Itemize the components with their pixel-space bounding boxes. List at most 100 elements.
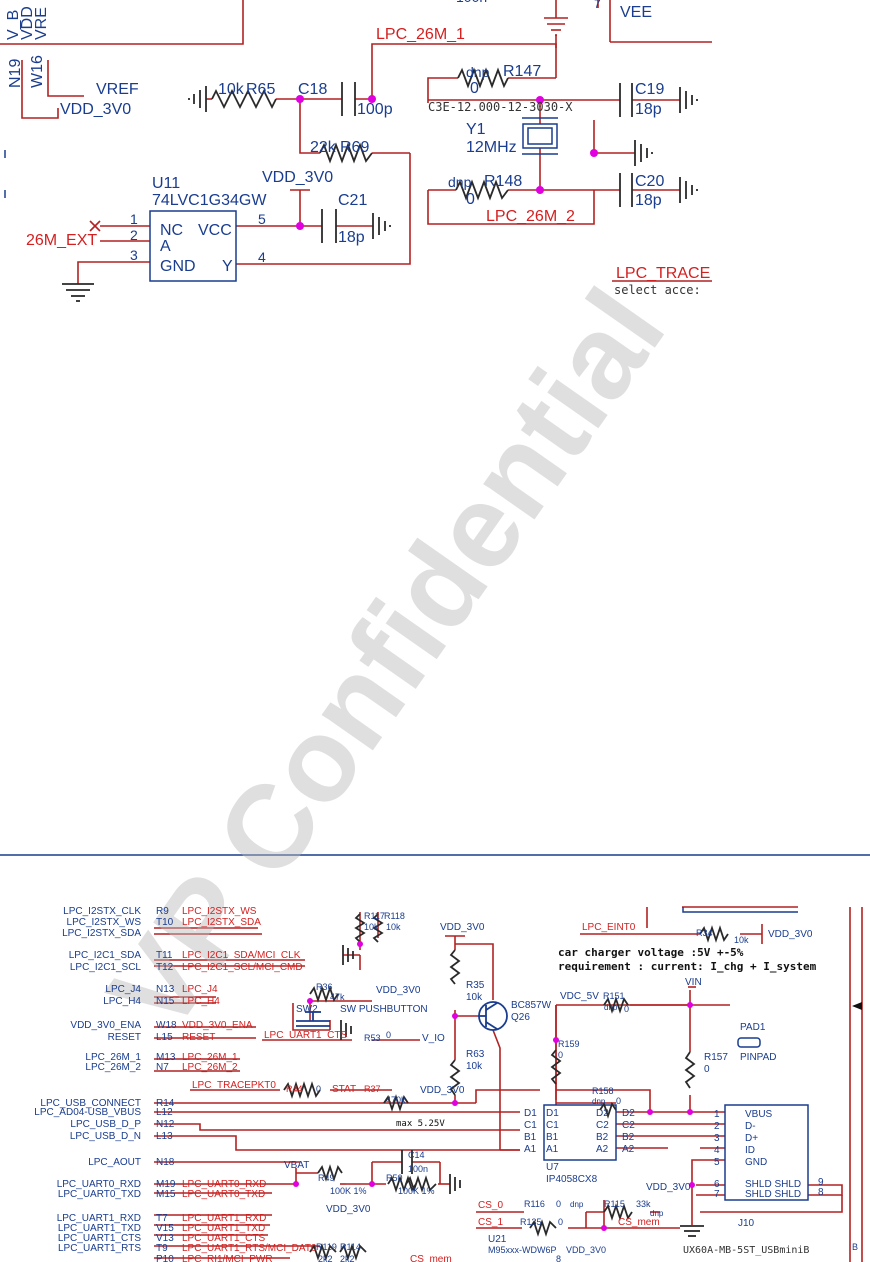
r151-label: R151 [603, 991, 625, 1001]
r35-label: R35 [466, 980, 485, 991]
ball-label: R14 [156, 1098, 175, 1109]
j10-pin-number: 6 [714, 1179, 720, 1190]
u11-part: 74LVC1G34GW [152, 192, 267, 209]
r115-value: 33k [636, 1199, 651, 1209]
c21-value: 18p [338, 229, 365, 246]
ball-label: N13 [156, 984, 175, 995]
ball-label: T12 [156, 962, 174, 973]
net-cs-0: CS_0 [478, 1200, 503, 1211]
ball-label: M15 [156, 1189, 176, 1200]
vref-label: VREF [96, 81, 139, 98]
r36-label: R36 [316, 982, 333, 992]
u11-y-pin: Y [222, 258, 233, 275]
r118-value: 10k [386, 922, 401, 932]
y1-value: 12MHz [466, 139, 517, 156]
u11-a-pin: A [160, 238, 171, 255]
signal-name: LPC_UART1_RTS [58, 1243, 141, 1254]
u7-pin-left: C1 [524, 1120, 537, 1131]
r116-dnp: dnp [570, 1200, 584, 1209]
c18-label: C18 [298, 81, 327, 98]
u7-pin-left: D1 [546, 1108, 559, 1119]
r158-label: R158 [592, 1086, 614, 1096]
u7-pin-left: D1 [524, 1108, 537, 1119]
ball-label: M19 [156, 1179, 176, 1190]
vdd-3v0-rail-6: VDD_3V0 [566, 1245, 606, 1255]
c14-value: 100n [408, 1164, 428, 1174]
r147-label: R147 [503, 63, 541, 80]
r148-value: 0 [466, 191, 475, 208]
net-label: LPC_RI1/MCI_PWR [182, 1254, 273, 1262]
ball-label: L12 [156, 1107, 173, 1118]
c21-label: C21 [338, 192, 367, 209]
r65-label: R65 [246, 81, 275, 98]
signal-name: LPC_I2STX_WS [67, 917, 142, 928]
left-pin-label: V_B [5, 10, 22, 40]
r53-value: 0 [386, 1030, 391, 1040]
signal-name: LPC_I2C1_SDA [69, 950, 142, 961]
vdd-3v0-rail-5: VDD_3V0 [326, 1204, 371, 1215]
signal-name: LPC_UART1_TXD [58, 1223, 141, 1234]
signal-name: LPC_J4 [105, 984, 141, 995]
signal-name: LPC_UART1_RXD [57, 1213, 141, 1224]
net-cs-1: CS_1 [478, 1217, 503, 1228]
ball-n19-label: N19 [7, 59, 24, 88]
r49-value: 100K 1% [330, 1186, 367, 1196]
r115-dnp: dnp [650, 1209, 664, 1218]
pinpad-label: PINPAD [740, 1052, 777, 1063]
net-label: LPC_UART1_CTS [182, 1233, 266, 1244]
ball-w16-label: W16 [29, 55, 46, 88]
net-label: LPC_I2STX_SDA [182, 917, 261, 928]
r148-dnp: dnp [448, 174, 472, 190]
r37-label: R37 [364, 1084, 381, 1094]
signal-name: LPC_USB_D_N [70, 1131, 141, 1142]
ball-label: T10 [156, 917, 174, 928]
signal-name: VDD_3V0_ENA [70, 1020, 141, 1031]
j10-pin-name: SHLD SHLD [745, 1189, 801, 1200]
signal-name: LPC_USB_CONNECT [40, 1098, 141, 1109]
u7-pin-right: B2 [596, 1132, 609, 1143]
net-lpc-eint0: LPC_EINT0 [582, 922, 636, 933]
net-uart1-cts: LPC_UART1_CTS [264, 1030, 348, 1041]
r159-label: R159 [558, 1039, 580, 1049]
j10-pin-number: 2 [714, 1121, 720, 1132]
u11-gnd-pin: GND [160, 258, 196, 275]
net-cs-mem: CS_mem [618, 1217, 660, 1228]
v-io-label: V_IO [422, 1033, 445, 1044]
signal-name: LPC_H4 [103, 996, 141, 1007]
vdd-3v0-rail-3: VDD_3V0 [420, 1085, 465, 1096]
y1-label: Y1 [466, 121, 486, 138]
pin-1-label: 1 [130, 211, 138, 227]
net-tracepkt0: LPC_TRACEPKT0 [192, 1080, 276, 1091]
u11-vcc-pin: VCC [198, 222, 232, 239]
j10-pin-name: ID [745, 1145, 755, 1156]
vin-label: VIN [685, 977, 702, 988]
vbat-label: VBAT [284, 1160, 309, 1171]
ball-label: L13 [156, 1131, 173, 1142]
net-label: LPC_UART1_RXD [182, 1213, 266, 1224]
net-lpc-26m-2: LPC_26M_2 [486, 208, 575, 225]
q26-label: Q26 [511, 1012, 530, 1023]
signal-name: LPC_AD04-USB_VBUS [34, 1107, 141, 1118]
r158-value: 0 [616, 1096, 621, 1106]
r157-label: R157 [704, 1052, 728, 1063]
r151-value: 0 [624, 1004, 629, 1014]
u7-pin-right: C2 [596, 1120, 609, 1131]
j10-pin-name: GND [745, 1157, 767, 1168]
j10-pin-name: D+ [745, 1133, 758, 1144]
net-26m-ext: 26M_EXT [26, 232, 97, 249]
r118-label: R118 [384, 911, 405, 921]
ball-label: W18 [156, 1020, 177, 1031]
u7-pin-left: A1 [524, 1144, 537, 1155]
u7-pin-right: C2 [622, 1120, 635, 1131]
ball-label: T11 [156, 950, 173, 961]
ball-label: N12 [156, 1119, 175, 1130]
j10-pin-number: 1 [714, 1109, 720, 1120]
c20-value: 18p [635, 192, 662, 209]
crystal-part-number: C3E-12.000-12-3030-X [428, 100, 573, 114]
net-label: LPC_I2C1_SDA/MCI_CLK [182, 950, 301, 961]
signal-name: LPC_UART0_RXD [57, 1179, 141, 1190]
j10-label: J10 [738, 1218, 755, 1229]
